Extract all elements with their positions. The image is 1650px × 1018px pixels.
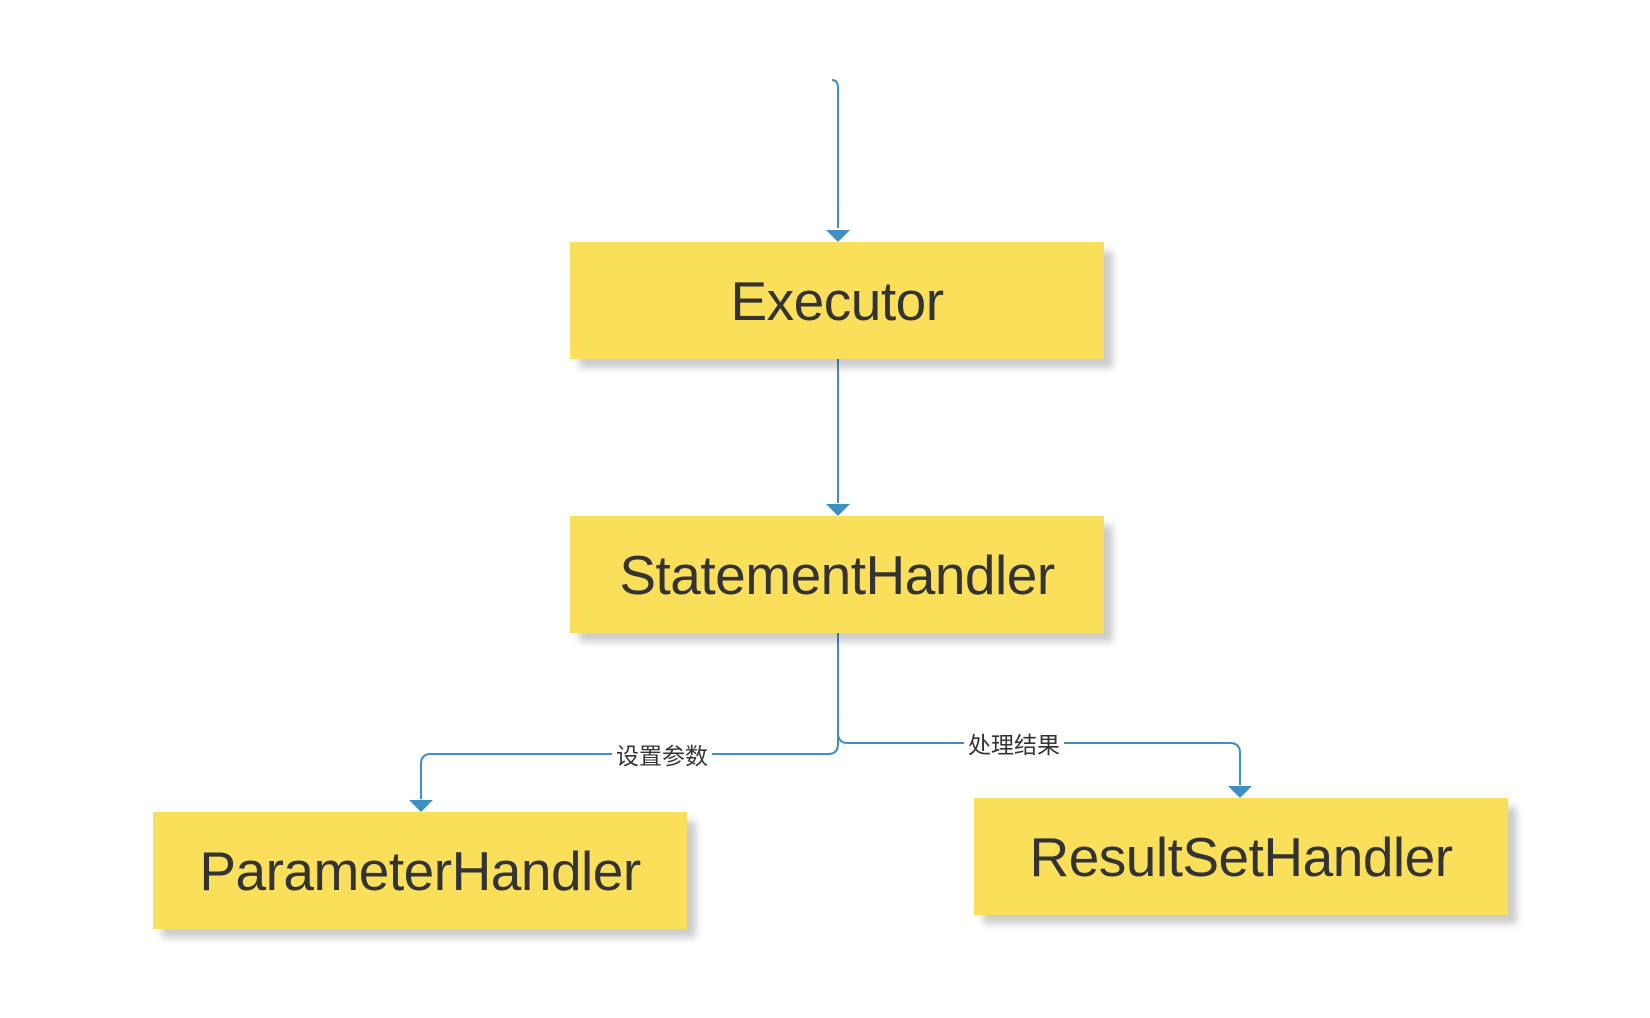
statement-to-parameter-arrowhead [409, 800, 433, 812]
parameter-handler-node[interactable]: ParameterHandler [153, 812, 687, 929]
result-set-handler-label: ResultSetHandler [1029, 825, 1453, 888]
result-set-handler-node[interactable]: ResultSetHandler [974, 798, 1508, 915]
incoming-arrowhead [826, 230, 850, 242]
statement-to-parameter-arrow [420, 633, 839, 799]
incoming-arrow [831, 79, 839, 228]
statement-to-resultset-arrowhead [1228, 786, 1252, 798]
parameter-handler-label: ParameterHandler [199, 839, 641, 902]
statement-to-resultset-arrow [837, 732, 1241, 785]
handle-results-edge-label: 处理结果 [964, 726, 1064, 760]
executor-label: Executor [730, 269, 944, 332]
executor-to-statement-arrowhead [826, 504, 850, 516]
statement-handler-node[interactable]: StatementHandler [570, 516, 1104, 633]
executor-node[interactable]: Executor [570, 242, 1104, 359]
statement-handler-label: StatementHandler [619, 543, 1055, 606]
set-params-edge-label: 设置参数 [612, 737, 712, 771]
